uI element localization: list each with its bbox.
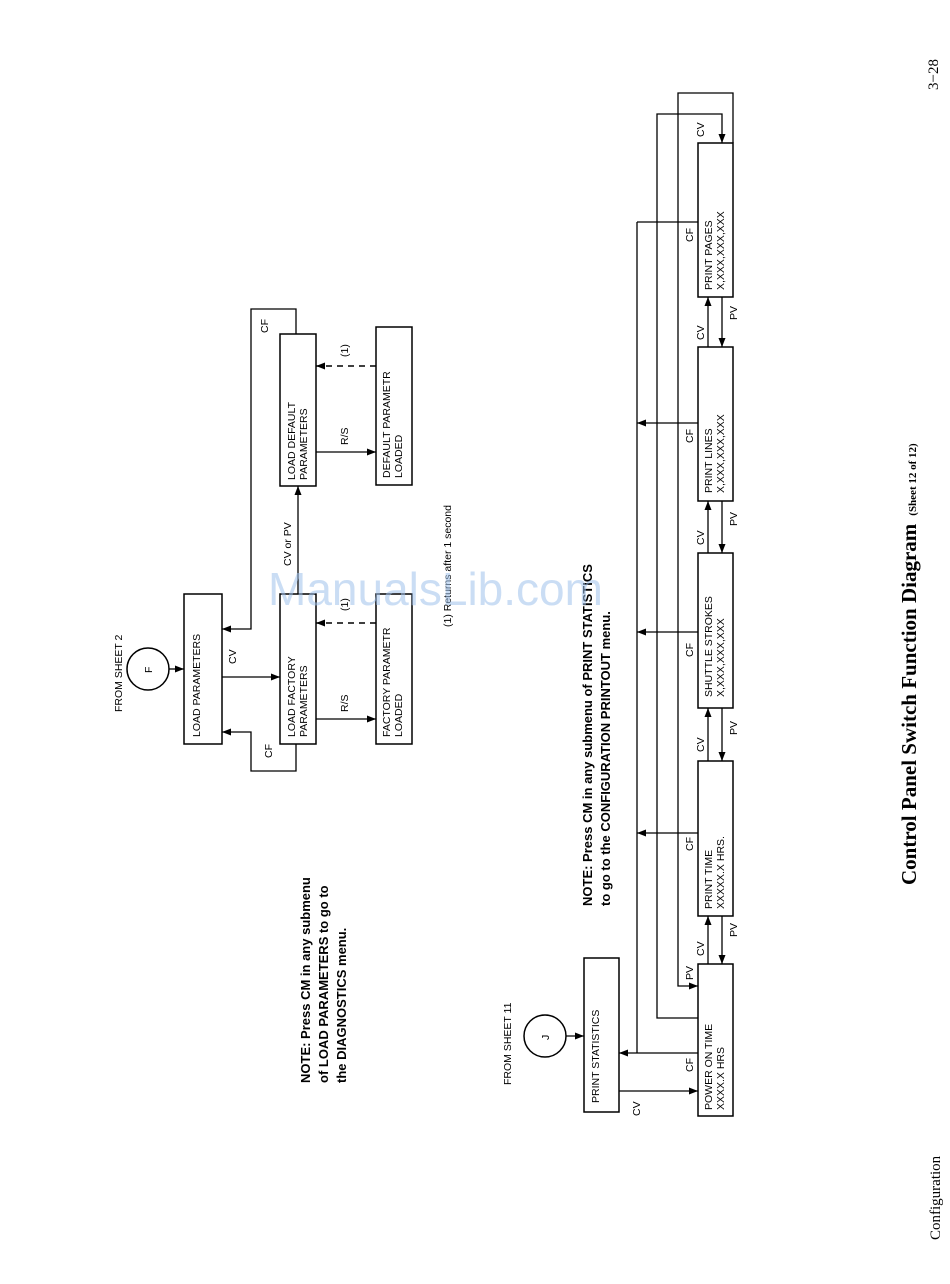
key-cf: CF bbox=[684, 1058, 696, 1072]
footnote: (1) Returns after 1 second bbox=[442, 505, 454, 627]
ref-1: (1) bbox=[339, 598, 351, 611]
default-loaded-label: DEFAULT PARAMETRLOADED bbox=[381, 371, 405, 478]
key-cv: CV bbox=[695, 325, 707, 340]
print-statistics-diagram: FROM SHEET 11 J PRINT STATISTICS POWER O… bbox=[502, 92, 740, 1117]
print-statistics-box bbox=[583, 957, 620, 1113]
key-cf: CF bbox=[263, 744, 275, 758]
load-default-label: LOAD DEFAULTPARAMETERS bbox=[286, 401, 310, 480]
load-parameters-diagram: FROM SHEET 2 F LOAD PARAMETERS LOAD FACT… bbox=[113, 308, 454, 1083]
key-pv: PV bbox=[728, 923, 740, 937]
print-statistics-label: PRINT STATISTICS bbox=[590, 1010, 602, 1103]
print-lines-label: PRINT LINESX,XXX,XXX,XXX bbox=[703, 414, 727, 493]
key-cf: CF bbox=[259, 319, 271, 333]
print-lines-box bbox=[697, 346, 734, 502]
shuttle-strokes-label: SHUTTLE STROKESX,XXX,XXX,XXX bbox=[703, 596, 727, 697]
key-pv: PV bbox=[728, 306, 740, 320]
key-cv: CV bbox=[695, 122, 707, 137]
default-loaded-box bbox=[375, 326, 413, 486]
key-pv: PV bbox=[728, 512, 740, 526]
shuttle-strokes-box bbox=[697, 552, 734, 709]
key-cv: CV bbox=[695, 737, 707, 752]
page-title: Control Panel Switch Function Diagram(Sh… bbox=[897, 443, 921, 885]
load-parameters-label: LOAD PARAMETERS bbox=[191, 634, 203, 737]
key-rs: R/S bbox=[339, 694, 351, 712]
key-cv: CV bbox=[695, 530, 707, 545]
key-cf: CF bbox=[684, 837, 696, 851]
key-cv-or-pv: CV or PV bbox=[282, 522, 294, 566]
print-time-label: PRINT TIMEXXXXX.X HRS. bbox=[703, 836, 727, 909]
factory-loaded-box bbox=[375, 593, 413, 745]
from-sheet-11-label: FROM SHEET 11 bbox=[502, 1002, 514, 1085]
key-cv: CV bbox=[227, 649, 239, 664]
key-cf: CF bbox=[684, 643, 696, 657]
key-pv: PV bbox=[728, 721, 740, 735]
watermark: ManualsLib.com bbox=[268, 563, 603, 615]
section-label: Configuration bbox=[928, 1155, 944, 1240]
page-number: 3−28 bbox=[926, 59, 942, 90]
print-statistics-note: NOTE: Press CM in any submenu of PRINT S… bbox=[580, 564, 613, 906]
power-on-time-box bbox=[697, 963, 734, 1117]
factory-loaded-label: FACTORY PARAMETRLOADED bbox=[381, 627, 405, 737]
load-default-box bbox=[279, 333, 317, 487]
print-time-box bbox=[697, 760, 734, 917]
print-pages-box bbox=[697, 142, 734, 298]
connector-f-label: F bbox=[143, 667, 155, 673]
key-cv: CV bbox=[631, 1101, 643, 1116]
key-rs: R/S bbox=[339, 427, 351, 445]
load-factory-box bbox=[279, 593, 317, 745]
print-pages-label: PRINT PAGESX,XXX,XXX,XXX bbox=[703, 211, 727, 290]
key-pv: PV bbox=[684, 966, 696, 980]
from-sheet-2-label: FROM SHEET 2 bbox=[113, 634, 125, 712]
key-cv: CV bbox=[695, 941, 707, 956]
key-cf: CF bbox=[684, 228, 696, 242]
load-factory-label: LOAD FACTORYPARAMETERS bbox=[286, 656, 310, 737]
load-parameters-box bbox=[183, 593, 223, 745]
ref-1: (1) bbox=[339, 344, 351, 357]
connector-j-label: J bbox=[540, 1035, 552, 1040]
key-cf: CF bbox=[684, 429, 696, 443]
power-on-time-label: POWER ON TIMEXXXX.X HRS bbox=[703, 1024, 727, 1110]
